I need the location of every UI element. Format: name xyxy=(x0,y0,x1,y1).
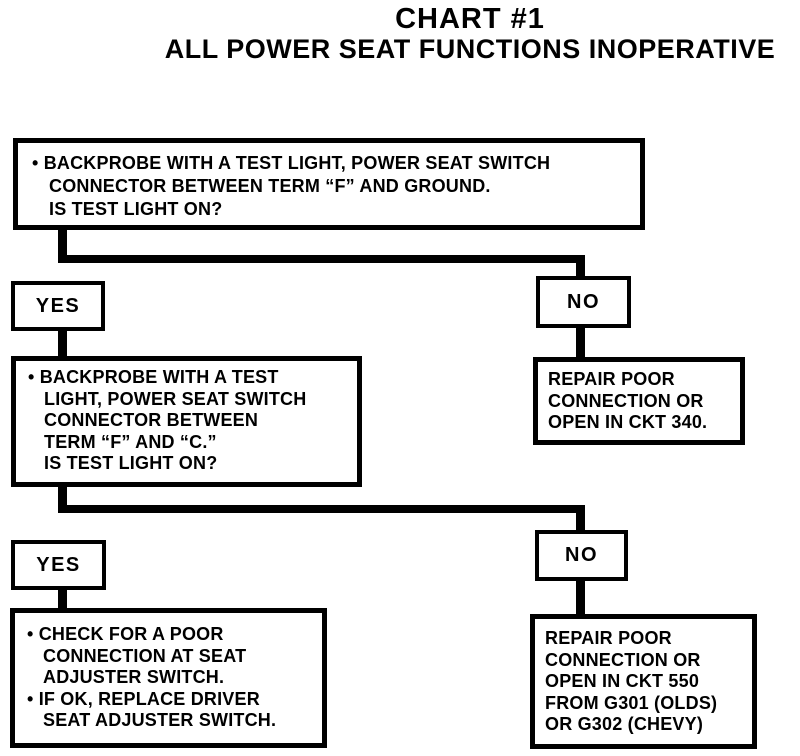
flow-box-line: CONNECTOR BETWEEN TERM “F” AND GROUND. xyxy=(49,176,491,196)
flow-box-line: OPEN IN CKT 550 xyxy=(545,671,700,691)
page-title: CHART #1 xyxy=(395,3,545,35)
flow-box-line: • BACKPROBE WITH A TEST LIGHT, POWER SEA… xyxy=(32,153,551,173)
flow-box-line: OR G302 (CHEVY) xyxy=(545,714,704,734)
flow-box-repair-ckt340: REPAIR POOR CONNECTION OR OPEN IN CKT 34… xyxy=(533,357,745,445)
page-header: CHART #1 ALL POWER SEAT FUNCTIONS INOPER… xyxy=(130,4,800,64)
connector-branch2-no-stem xyxy=(576,505,585,532)
flow-box-line: REPAIR POOR xyxy=(545,628,672,648)
flow-box-line: • BACKPROBE WITH A TEST xyxy=(28,367,279,387)
decision-no2-label: NO xyxy=(565,544,598,566)
flow-box-line: LIGHT, POWER SEAT SWITCH xyxy=(44,388,307,409)
decision-yes1-box: YES xyxy=(11,281,105,331)
decision-no1-label: NO xyxy=(567,290,600,313)
flow-box-line: CONNECTION OR xyxy=(545,649,701,670)
page-subtitle: ALL POWER SEAT FUNCTIONS INOPERATIVE xyxy=(164,34,776,64)
flow-box-action-seat-adjuster: • CHECK FOR A POOR CONNECTION AT SEAT AD… xyxy=(10,608,327,748)
connector-step2-stem xyxy=(58,485,67,513)
flow-box-line: OPEN IN CKT 340. xyxy=(548,412,708,432)
decision-no1-box: NO xyxy=(536,276,631,328)
connector-yes2-stem xyxy=(58,588,67,610)
connector-yes1-stem xyxy=(58,329,67,358)
connector-no2-stem xyxy=(576,579,585,616)
decision-yes2-label: YES xyxy=(36,553,81,576)
decision-yes2-box: YES xyxy=(11,540,106,590)
decision-yes1-label: YES xyxy=(35,294,81,317)
connector-no1-stem xyxy=(576,326,585,359)
connector-branch1-no-stem xyxy=(576,255,585,278)
connector-step1-stem xyxy=(58,228,67,263)
flow-box-line: ADJUSTER SWITCH. xyxy=(43,667,225,687)
flow-box-line: TERM “F” AND “C.” xyxy=(44,431,217,452)
connector-branch1-horizontal xyxy=(58,255,585,263)
flow-box-line: REPAIR POOR xyxy=(548,369,675,389)
flow-box-line: • IF OK, REPLACE DRIVER xyxy=(27,688,260,709)
flow-box-line: CONNECTION OR xyxy=(548,390,704,411)
flow-box-step1: • BACKPROBE WITH A TEST LIGHT, POWER SEA… xyxy=(13,138,645,230)
flow-box-line: CONNECTOR BETWEEN xyxy=(44,410,259,430)
flow-box-line: FROM G301 (OLDS) xyxy=(545,692,718,713)
flow-box-step2: • BACKPROBE WITH A TEST LIGHT, POWER SEA… xyxy=(11,356,362,487)
decision-no2-box: NO xyxy=(535,530,628,581)
flow-box-line: IS TEST LIGHT ON? xyxy=(44,453,218,473)
flow-box-repair-ckt550: REPAIR POOR CONNECTION OR OPEN IN CKT 55… xyxy=(530,614,757,749)
connector-branch2-horizontal xyxy=(58,505,585,513)
flow-box-line: SEAT ADJUSTER SWITCH. xyxy=(43,710,277,730)
flow-box-line: CONNECTION AT SEAT xyxy=(43,645,247,666)
flow-box-line: • CHECK FOR A POOR xyxy=(27,624,224,644)
flow-box-line: IS TEST LIGHT ON? xyxy=(49,199,223,219)
